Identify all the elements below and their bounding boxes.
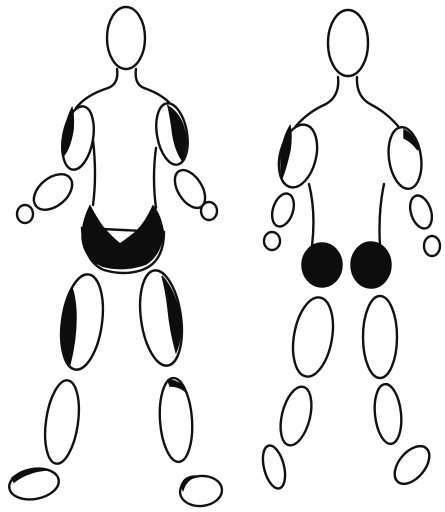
right-figure-thigh-right xyxy=(363,296,397,378)
right-figure-foot-right xyxy=(388,440,436,490)
right-figure-hand-left xyxy=(264,232,280,250)
right-figure-forearm-right xyxy=(406,193,436,232)
right-figure-shin-right xyxy=(372,383,404,445)
left-figure-foot-left xyxy=(7,465,61,503)
left-figure-pelvis xyxy=(82,206,164,273)
left-figure-shin-right xyxy=(157,377,195,463)
left-figure-upper-arm-left xyxy=(58,104,99,172)
left-figure-head xyxy=(107,7,145,69)
right-figure-buttock-right xyxy=(351,242,391,288)
left-figure-forearm-left xyxy=(27,167,79,217)
right-figure-upper-arm-right xyxy=(385,125,425,191)
left-figure-shin-left xyxy=(40,378,83,466)
right-figure-hand-right xyxy=(424,236,440,256)
left-figure-hand-right xyxy=(201,202,217,220)
left-figure-hand-left xyxy=(17,205,33,223)
left-figure-upper-arm-right xyxy=(152,101,192,167)
right-figure-foot-left xyxy=(259,443,289,491)
right-figure-forearm-left xyxy=(268,191,298,230)
left-figure-thigh-right xyxy=(135,268,188,369)
right-figure-upper-arm-left xyxy=(273,121,323,192)
left-figure xyxy=(7,7,223,508)
right-figure xyxy=(259,10,440,491)
left-figure-foot-right xyxy=(179,474,223,508)
right-figure-shin-left xyxy=(275,384,317,449)
left-figure-thigh-left xyxy=(56,272,109,373)
right-figure-buttock-left xyxy=(302,243,342,287)
right-figure-thigh-left xyxy=(287,294,338,379)
right-figure-head xyxy=(328,10,368,76)
